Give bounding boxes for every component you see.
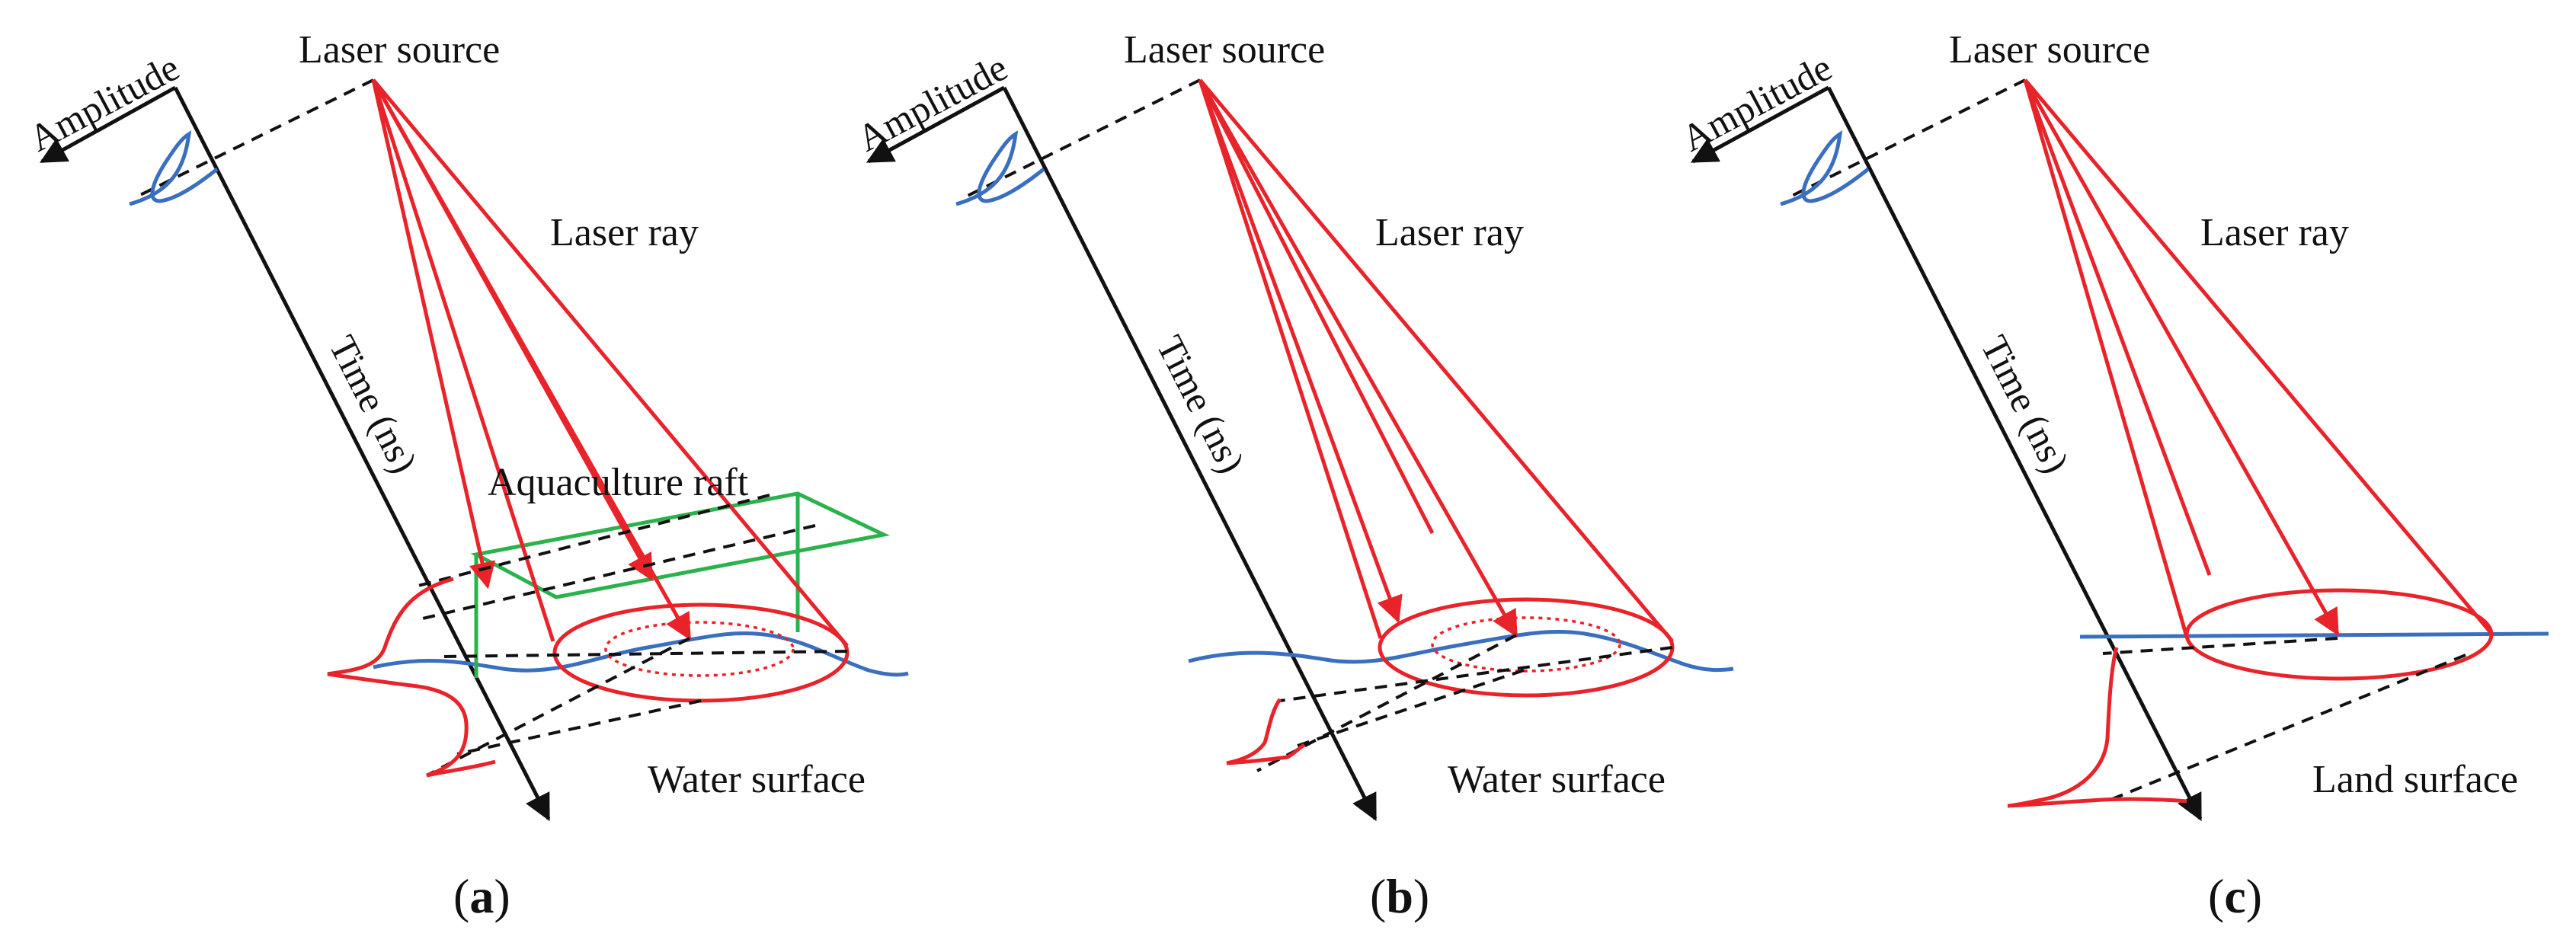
return-waveform-curve <box>1226 698 1306 765</box>
time-axis-line <box>173 86 551 822</box>
panel-caption: (c) <box>2208 869 2262 923</box>
projection-lines <box>2102 637 2466 801</box>
source-projection-line <box>1790 78 2026 198</box>
emitted-pulse-curve <box>1780 130 1870 206</box>
water-surface-label: Water surface <box>1448 758 1666 801</box>
amplitude-axis-line <box>866 85 1006 164</box>
time-axis-line <box>1002 86 1378 822</box>
panel-a: Laser source Laser ray Amplitude Time (n… <box>22 28 909 923</box>
laser-ray-label: Laser ray <box>1375 211 1524 254</box>
caption-letter: b <box>1386 869 1413 923</box>
panel-caption: (b) <box>1370 869 1429 923</box>
panel-b: Laser source Laser ray Amplitude Time (n… <box>850 28 1734 923</box>
caption-letter: c <box>2224 869 2245 923</box>
projection-lines <box>1256 634 1673 772</box>
laser-ray-label: Laser ray <box>550 211 699 254</box>
source-projection-line <box>136 78 374 198</box>
laser-source-label: Laser source <box>1124 28 1325 72</box>
return-waveform-curve <box>2007 647 2187 808</box>
emitted-pulse-curve <box>129 130 219 206</box>
water-surface-curve <box>1188 629 1734 673</box>
source-projection-line <box>965 78 1201 198</box>
amplitude-axis-line <box>39 85 177 164</box>
laser-ray-label: Laser ray <box>2200 211 2349 254</box>
amplitude-axis-label: Amplitude <box>22 46 186 160</box>
panel-c: Laser source Laser ray Amplitude Time (n… <box>1675 28 2549 923</box>
laser-source-label: Laser source <box>299 28 500 72</box>
water-surface-curve <box>373 631 909 677</box>
amplitude-axis-label: Amplitude <box>850 46 1014 160</box>
amplitude-axis-line <box>1690 85 1830 164</box>
return-waveform-curve <box>327 577 496 778</box>
laser-rays <box>1198 78 1674 643</box>
inner-footprint-ellipse <box>604 621 795 677</box>
water-surface-label: Water surface <box>648 758 866 801</box>
land-surface-label: Land surface <box>2312 758 2518 801</box>
inner-footprint-ellipse <box>1431 616 1621 673</box>
emitted-pulse-curve <box>955 130 1045 206</box>
laser-source-label: Laser source <box>1949 28 2150 72</box>
panel-caption: (a) <box>453 869 510 923</box>
laser-rays <box>2023 78 2494 638</box>
laser-rays <box>371 78 849 647</box>
land-surface-line <box>2079 631 2549 639</box>
aquaculture-raft-label: Aquaculture raft <box>488 461 749 504</box>
time-axis-line <box>1826 86 2203 822</box>
caption-letter: a <box>469 869 494 923</box>
amplitude-axis-label: Amplitude <box>1675 46 1838 160</box>
projection-lines <box>414 494 848 777</box>
